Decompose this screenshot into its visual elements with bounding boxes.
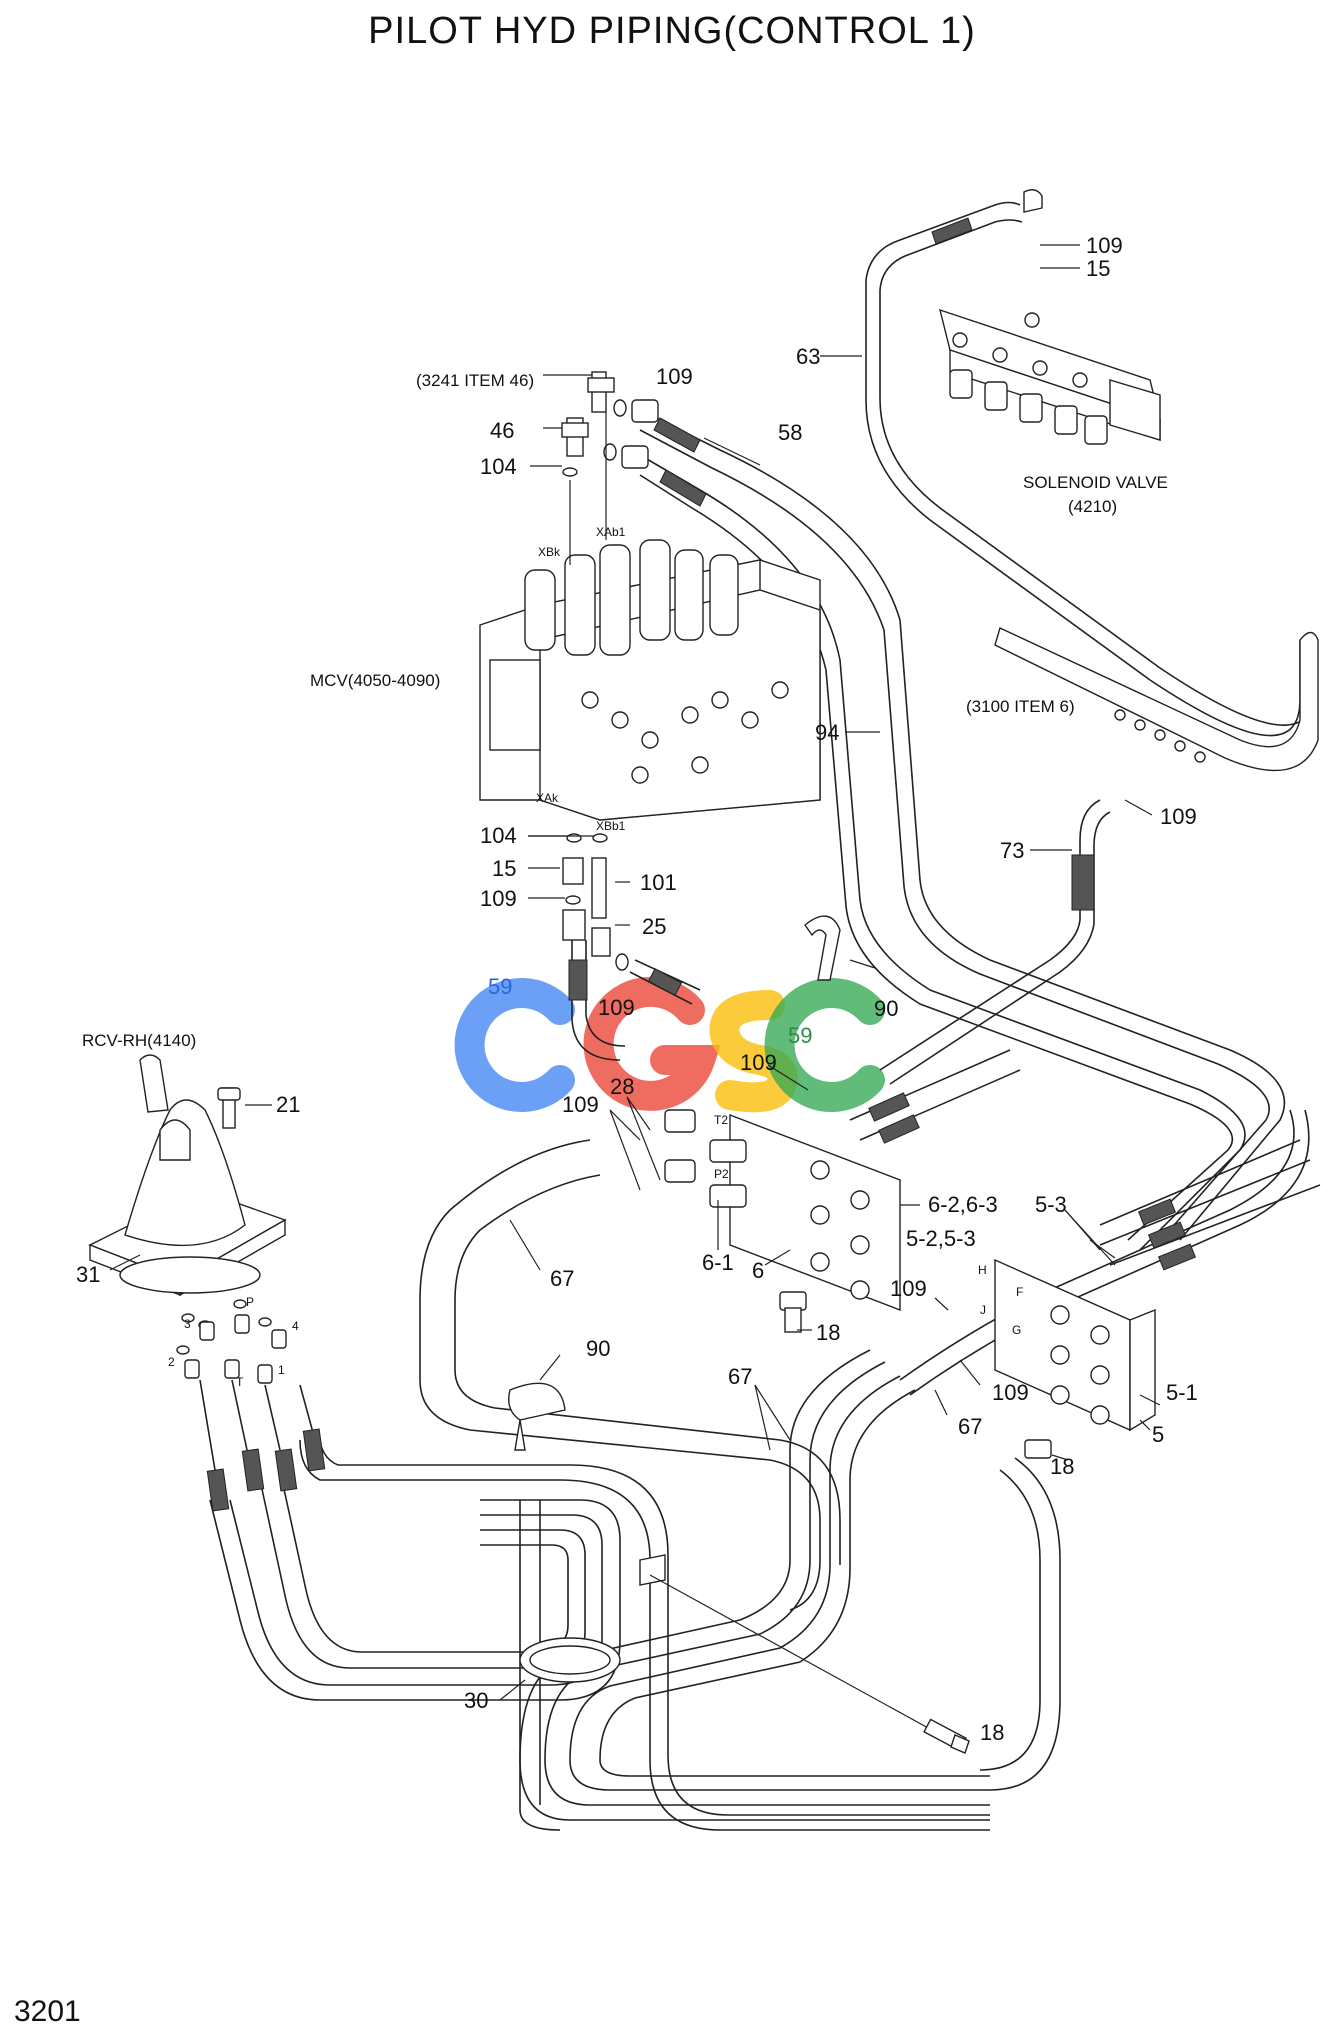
callout-104: 104 [480, 823, 517, 848]
callout-6-1: 6-1 [702, 1250, 734, 1275]
page-title: PILOT HYD PIPING(CONTROL 1) [368, 10, 976, 52]
callout-18: 18 [816, 1320, 840, 1345]
callout-63: 63 [796, 344, 820, 369]
callout-104: 104 [480, 454, 517, 479]
watermark-c-blue [454, 978, 575, 1112]
callout-5-3: 5-3 [1035, 1192, 1067, 1217]
ref-3241-label: (3241 ITEM 46) [416, 371, 534, 390]
callout-30: 30 [464, 1688, 488, 1713]
leader-lines [109, 244, 1161, 1701]
rcv-rh-joystick [88, 1054, 287, 1384]
port-label-3: 3 [184, 1317, 191, 1331]
pipe-73 [879, 799, 1111, 1085]
port-label-p: P [246, 1295, 254, 1309]
callout-67: 67 [728, 1364, 752, 1389]
watermark-c-green [764, 978, 885, 1112]
callout-109: 109 [740, 1050, 777, 1075]
port-label-2: 2 [168, 1355, 175, 1369]
callout-15: 15 [492, 856, 516, 881]
callout-90: 90 [874, 996, 898, 1021]
port-label-f: F [1016, 1285, 1023, 1299]
callout-90: 90 [586, 1336, 610, 1361]
port-label-4: 4 [292, 1319, 299, 1333]
port-label-p2: P2 [714, 1167, 729, 1181]
pipe-bundle-30 [209, 1429, 990, 1831]
clamps [508, 915, 841, 1683]
mcv-fittings [561, 371, 701, 1061]
solenoid-valve-ref: (4210) [1068, 497, 1117, 516]
pipe-58 [639, 409, 1286, 1241]
callout-109: 109 [1086, 233, 1123, 258]
mcv-label: MCV(4050-4090) [310, 671, 440, 690]
mcv-hose-fittings [603, 399, 659, 469]
callout-15: 15 [1086, 256, 1110, 281]
rcv-hoses [199, 1379, 326, 1512]
callout-109: 109 [992, 1380, 1029, 1405]
bolt-18-lower [649, 1574, 970, 1754]
callout-73: 73 [1000, 838, 1024, 863]
callout-25: 25 [642, 914, 666, 939]
callout-67: 67 [550, 1266, 574, 1291]
callout-109: 109 [598, 995, 635, 1020]
callout-58: 58 [778, 420, 802, 445]
callout-109: 109 [480, 886, 517, 911]
callout-67: 67 [958, 1414, 982, 1439]
callout-101: 101 [640, 870, 677, 895]
port-label-h: H [978, 1263, 987, 1277]
callout-5: 5 [1152, 1422, 1164, 1447]
callout-21: 21 [276, 1092, 300, 1117]
callout-5-2-5-3: 5-2,5-3 [906, 1226, 976, 1251]
port-label-1: 1 [278, 1363, 285, 1377]
callout-109: 109 [1160, 804, 1197, 829]
port-label-xak: XAk [536, 791, 559, 805]
callout-6: 6 [752, 1258, 764, 1283]
ref-3100-tube [994, 627, 1319, 772]
callout-labels: 109 15 63 109 58 (3241 ITEM 46) 46 104 X… [76, 233, 1198, 1745]
callout-59: 59 [788, 1023, 812, 1048]
callout-109: 109 [890, 1276, 927, 1301]
callout-5-1: 5-1 [1166, 1380, 1198, 1405]
solenoid-valve [939, 189, 1161, 445]
port-label-xbb1: XBb1 [596, 819, 626, 833]
callout-18: 18 [980, 1720, 1004, 1745]
port-label-g: G [1012, 1323, 1021, 1337]
port-label-xbk: XBk [538, 545, 561, 559]
block-5-hoses [849, 1049, 1321, 1271]
ref-3100-label: (3100 ITEM 6) [966, 697, 1075, 716]
pipe-63 [865, 201, 1316, 737]
callout-59: 59 [488, 974, 512, 999]
callout-109: 109 [562, 1092, 599, 1117]
callout-28: 28 [610, 1074, 634, 1099]
page-number: 3201 [14, 1995, 81, 2028]
callout-6-2-6-3: 6-2,6-3 [928, 1192, 998, 1217]
pipe-bundle-67 [419, 1139, 990, 1821]
solenoid-valve-label: SOLENOID VALVE [1023, 473, 1168, 492]
callout-46: 46 [490, 418, 514, 443]
port-label-t: T [236, 1375, 244, 1389]
block-6 [664, 1109, 901, 1333]
port-label-t2: T2 [714, 1113, 728, 1127]
rcv-label: RCV-RH(4140) [82, 1031, 196, 1050]
callout-18: 18 [1050, 1454, 1074, 1479]
callout-31: 31 [76, 1262, 100, 1287]
mcv-valve-block [479, 539, 821, 821]
watermark-s-yellow [709, 990, 798, 1113]
callout-94: 94 [815, 720, 839, 745]
callout-109: 109 [656, 364, 693, 389]
port-label-j: J [980, 1303, 986, 1317]
port-label-xab1: XAb1 [596, 525, 626, 539]
